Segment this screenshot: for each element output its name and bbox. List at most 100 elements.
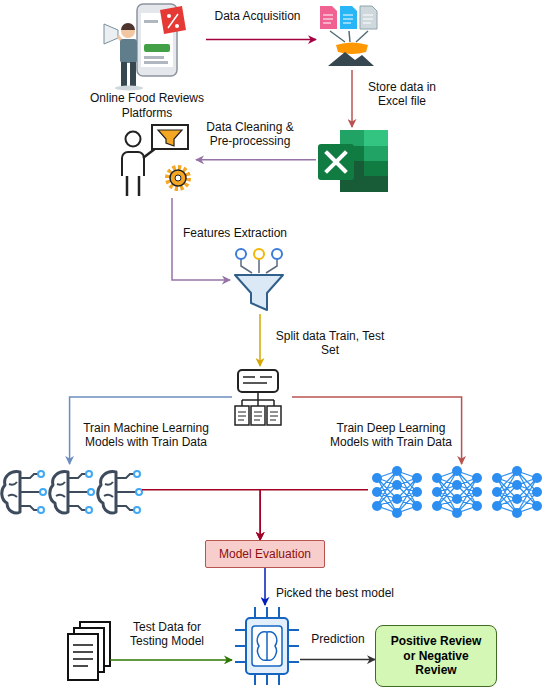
split-illustration <box>238 370 278 392</box>
platform-illustration <box>168 14 178 28</box>
documents-illustration <box>330 31 368 42</box>
split-illustration <box>238 412 278 420</box>
flow-arrow <box>264 568 266 605</box>
excel-illustration <box>340 146 364 161</box>
chip-illustration <box>246 618 288 674</box>
cleaning-illustration <box>122 125 188 196</box>
dl-models-illustration <box>492 466 542 518</box>
platform-illustration <box>141 13 173 67</box>
process-box: Model Evaluation <box>205 540 325 568</box>
platform-illustration <box>121 62 127 86</box>
documents-illustration <box>363 15 373 23</box>
excel-illustration <box>318 130 388 192</box>
platform-illustration <box>104 4 186 91</box>
edge-label: Data Acquisition <box>205 9 310 23</box>
edge-label: Prediction <box>303 632 373 646</box>
platform-illustration <box>175 24 179 28</box>
funnel-illustration <box>241 259 277 273</box>
excel-icon <box>316 127 390 194</box>
split-illustration <box>235 370 281 425</box>
edge-label: Train Machine Learning Models with Train… <box>76 421 216 450</box>
node-text: Model Evaluation <box>219 547 311 561</box>
platform-illustration <box>167 14 171 18</box>
flow-arrow <box>196 159 316 161</box>
result-box: Positive Review or Negative Review <box>375 625 497 687</box>
documents-illustration <box>336 43 368 55</box>
funnel-illustration <box>235 275 283 310</box>
documents-illustration <box>328 52 374 66</box>
platform-illustration <box>120 39 137 63</box>
dl-models-illustration <box>372 466 542 518</box>
funnel-illustration <box>272 249 282 259</box>
dl-models-illustration <box>432 466 482 518</box>
platform-illustration <box>137 4 177 76</box>
excel-illustration <box>340 130 364 146</box>
chip-illustration <box>235 607 299 685</box>
platform-illustration <box>144 56 164 59</box>
best-model-icon <box>232 605 300 689</box>
test-documents-illustration <box>68 634 98 680</box>
documents-illustration <box>320 6 377 66</box>
dl-models-icon <box>368 464 548 520</box>
funnel-icon <box>230 246 290 314</box>
flow-arrow <box>206 39 316 41</box>
funnel-illustration <box>235 249 283 310</box>
flow-arrow <box>300 659 375 661</box>
cleaning-illustration <box>152 125 188 149</box>
documents-illustration <box>343 15 353 23</box>
ml-models-illustration <box>50 471 94 513</box>
node-text: Online Food Reviews Platforms <box>88 91 206 120</box>
platform-illustration <box>121 24 135 38</box>
platform-icon: Online Food Reviews Platforms <box>88 0 206 120</box>
funnel-illustration <box>254 249 264 259</box>
flow-arrow <box>292 397 462 464</box>
flow-arrow <box>259 314 261 366</box>
chip-illustration <box>252 626 282 666</box>
ml-models-illustration <box>2 471 142 513</box>
flow-arrow <box>110 659 232 661</box>
platform-illustration <box>104 24 118 44</box>
flow-arrow <box>142 490 260 540</box>
platform-illustration <box>144 44 170 52</box>
chip-illustration <box>235 607 299 685</box>
edge-label: Test Data for Testing Model <box>122 620 212 649</box>
documents-illustration <box>323 15 333 23</box>
chip-illustration <box>257 632 276 661</box>
edge-label: Data Cleaning & Pre-processing <box>200 120 300 149</box>
split-icon <box>232 366 292 428</box>
cleaning-illustration <box>122 152 144 176</box>
test-documents-illustration <box>74 628 104 672</box>
edge-label: Picked the best model <box>270 586 400 600</box>
split-illustration <box>235 406 249 425</box>
ml-models-illustration <box>2 471 46 513</box>
documents-illustration <box>340 6 357 29</box>
flow-arrow <box>70 397 232 464</box>
split-illustration <box>242 392 274 406</box>
platform-illustration <box>144 61 168 64</box>
platform-illustration <box>144 20 158 23</box>
cleaning-illustration <box>127 176 139 196</box>
excel-illustration <box>364 161 388 176</box>
dl-models-illustration <box>372 466 422 518</box>
cleaning-illustration <box>143 148 156 158</box>
cleaning-illustration <box>170 170 186 186</box>
documents-icon <box>316 3 388 70</box>
cleaning-illustration <box>168 168 188 188</box>
platform-illustration <box>118 36 124 44</box>
edge-label: Features Extraction <box>175 226 295 240</box>
split-illustration <box>251 406 265 425</box>
edge-label: Split data Train, Test Set <box>268 329 392 358</box>
split-illustration <box>243 377 272 383</box>
documents-illustration <box>320 6 337 29</box>
excel-illustration <box>327 153 345 171</box>
edge-label: Train Deep Learning Models with Train Da… <box>322 421 460 450</box>
flow-arrow <box>351 70 353 127</box>
split-illustration <box>267 406 281 425</box>
excel-illustration <box>318 144 354 180</box>
excel-illustration <box>364 130 388 146</box>
excel-illustration <box>340 176 388 192</box>
test-documents-illustration <box>68 622 110 680</box>
documents-illustration <box>360 6 377 29</box>
